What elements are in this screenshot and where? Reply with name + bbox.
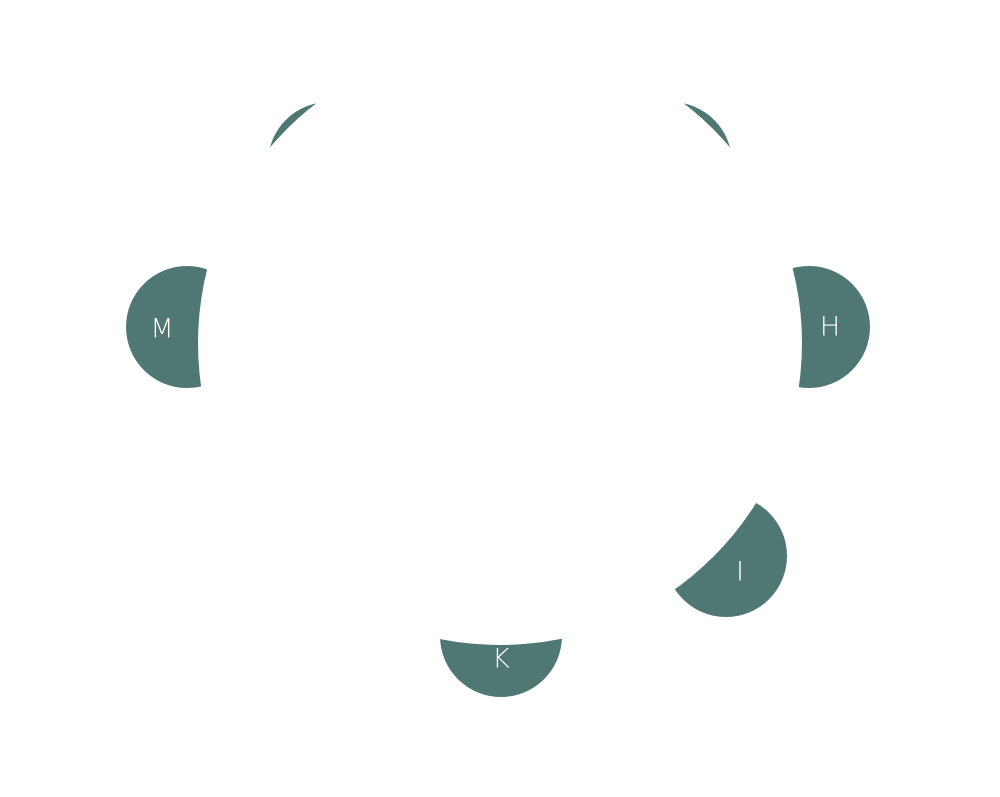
node-label-l: L (304, 501, 319, 532)
node-label-k: K (492, 644, 510, 675)
crescent-shape (126, 266, 248, 388)
crescent-shape (748, 266, 870, 388)
node-label-n: N (301, 132, 321, 163)
crescent-node-l: L (266, 436, 388, 558)
crescent-node-k: K (440, 575, 562, 697)
node-label-g: G (678, 132, 699, 163)
crescent-node-m: M (126, 266, 248, 388)
crescent-node-n: N (268, 102, 390, 224)
crescent-shape (266, 436, 388, 558)
crescent-shape (665, 495, 787, 617)
crescent-shape (610, 102, 732, 224)
crescent-shape (440, 575, 562, 697)
node-label-m: M (150, 314, 173, 345)
crescent-node-g: G (610, 102, 732, 224)
node-label-h: H (820, 312, 840, 343)
node-label-i: I (736, 557, 744, 588)
crescent-shape (268, 102, 390, 224)
crescent-node-h: H (748, 266, 870, 388)
crescent-node-i: I (665, 495, 787, 617)
